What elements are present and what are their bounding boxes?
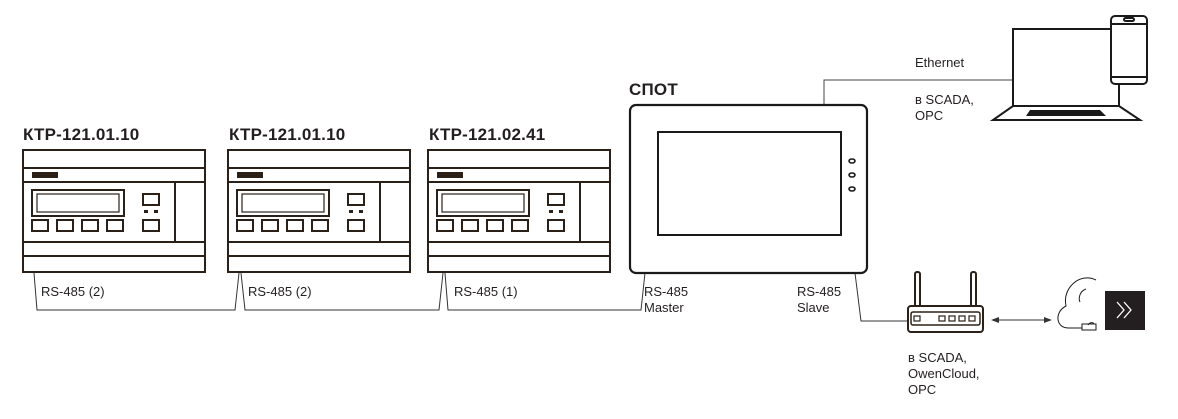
router-icon	[907, 271, 984, 333]
slave-port-label: RS-485 Slave	[797, 284, 841, 316]
router-target-label: в SCADA, OwenCloud, OPC	[908, 350, 980, 398]
port-label: RS-485 (2)	[248, 284, 312, 299]
touch-panel-icon	[628, 103, 869, 275]
master-port-label: RS-485 Master	[644, 284, 688, 316]
ethernet-target-line2: OPC	[915, 108, 944, 123]
owencloud-logo-icon	[1105, 291, 1145, 330]
controller-icon	[22, 149, 206, 273]
port-label: RS-485 (2)	[41, 284, 105, 299]
ethernet-label: Ethernet	[915, 55, 965, 70]
controller-icon	[227, 149, 411, 273]
router-target-line1: в SCADA,	[908, 350, 967, 365]
panel-title: СПОТ	[629, 80, 678, 99]
controller-title: КТР-121.02.41	[429, 125, 546, 144]
slave-port-line2: Slave	[797, 300, 830, 315]
master-port-line1: RS-485	[644, 284, 689, 299]
laptop-icon	[989, 28, 1144, 121]
ethernet-target-label: в SCADA, OPC	[915, 92, 974, 124]
ethernet-target-line1: в SCADA,	[915, 92, 974, 107]
port-label: RS-485 (1)	[454, 284, 518, 299]
router-target-line2: OwenCloud,	[908, 366, 980, 381]
ethernet-wire	[823, 79, 1012, 104]
slave-port-line1: RS-485	[797, 284, 842, 299]
controller-icon	[427, 149, 611, 273]
controller-title: КТР-121.01.10	[23, 125, 140, 144]
router-target-line3: OPC	[908, 382, 937, 397]
rs485-bus-wire	[33, 272, 910, 322]
bidirectional-arrow-icon	[991, 317, 1052, 323]
smartphone-icon	[1110, 15, 1148, 85]
cloud-icon	[1057, 277, 1097, 331]
master-port-line2: Master	[644, 300, 684, 315]
controller-title: КТР-121.01.10	[229, 125, 346, 144]
